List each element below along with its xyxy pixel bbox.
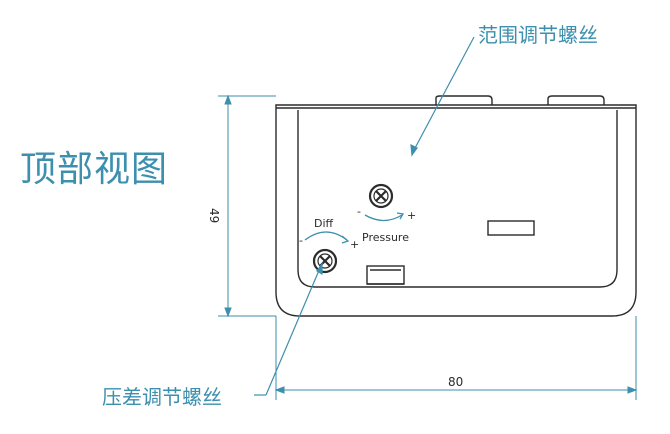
- view-title: 顶部视图: [20, 149, 169, 190]
- pressure-adjust-arc: [364, 212, 405, 222]
- dimension-height-value: 49: [207, 208, 221, 223]
- housing-inner: [297, 110, 618, 288]
- pressure-screw: [368, 183, 394, 209]
- diff-plus: +: [350, 238, 359, 251]
- top-tab-right: [547, 95, 605, 105]
- diff-label: Diff: [314, 217, 334, 230]
- dimension-width: [274, 316, 638, 400]
- slot-right: [487, 220, 535, 236]
- diff-screw-callout: 压差调节螺丝: [102, 385, 222, 409]
- pressure-label: Pressure: [362, 231, 409, 244]
- dimension-height: [218, 94, 276, 318]
- diff-screw: [312, 248, 338, 274]
- top-tab-left: [435, 95, 493, 105]
- housing-outer: [275, 104, 637, 317]
- leader-range: [410, 36, 475, 157]
- pressure-plus: +: [407, 209, 416, 222]
- leader-diff: [254, 262, 323, 396]
- range-screw-callout: 范围调节螺丝: [478, 23, 598, 47]
- pressure-minus: -: [357, 205, 361, 218]
- diff-adjust-arc: [304, 231, 350, 244]
- connector-bottom: [366, 265, 405, 285]
- diff-minus: -: [299, 234, 303, 247]
- dimension-width-value: 80: [448, 375, 463, 389]
- housing: [275, 95, 637, 317]
